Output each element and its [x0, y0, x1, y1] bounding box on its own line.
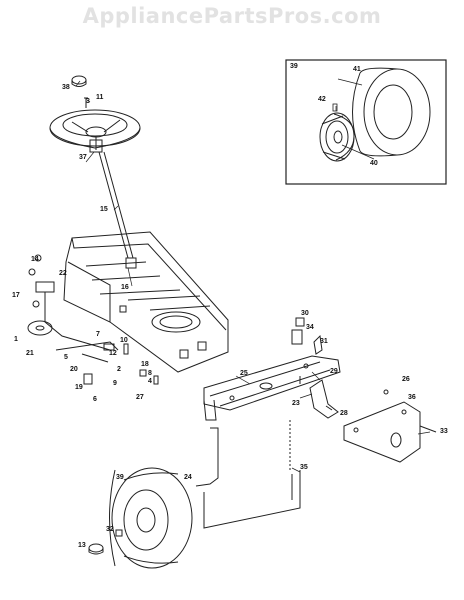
callout-21: 21 [26, 350, 34, 357]
front-wheel [109, 467, 193, 569]
callout-37: 37 [79, 154, 87, 161]
callout-38: 38 [62, 84, 70, 91]
hub-cap [88, 529, 123, 555]
callout-17: 17 [12, 292, 20, 299]
callout-41: 41 [353, 66, 361, 73]
callout-30: 30 [301, 310, 309, 317]
wheel-detail-inset [285, 59, 447, 185]
callout-28: 28 [340, 410, 348, 417]
callout-16: 16 [121, 284, 129, 291]
callout-12: 12 [109, 350, 117, 357]
axle-bracket [343, 389, 437, 463]
front-axle [203, 317, 341, 421]
callout-9: 9 [113, 380, 117, 387]
callout-15: 15 [100, 206, 108, 213]
callout-35: 35 [300, 464, 308, 471]
callout-19: 19 [75, 384, 83, 391]
callout-33: 33 [440, 428, 448, 435]
callout-6: 6 [93, 396, 97, 403]
callout-11: 11 [96, 94, 104, 101]
callout-39-front: 39 [116, 474, 124, 481]
callout-5: 5 [64, 354, 68, 361]
callout-42: 42 [318, 96, 326, 103]
callout-7: 7 [96, 331, 100, 338]
steering-wheel [49, 75, 141, 153]
tie-rod [203, 420, 301, 529]
callout-leaders [75, 78, 431, 473]
spindles [195, 376, 339, 487]
callout-34: 34 [306, 324, 314, 331]
callout-32: 32 [106, 526, 114, 533]
callout-26: 26 [402, 376, 410, 383]
callout-10: 10 [120, 337, 128, 344]
callout-1: 1 [14, 336, 18, 343]
callout-29: 29 [330, 368, 338, 375]
callout-8: 8 [148, 370, 152, 377]
chassis-frame [63, 231, 229, 373]
callout-25: 25 [240, 370, 248, 377]
callout-22: 22 [59, 270, 67, 277]
callout-40: 40 [370, 160, 378, 167]
callout-31: 31 [320, 338, 328, 345]
callout-27: 27 [136, 394, 144, 401]
callout-24: 24 [184, 474, 192, 481]
callout-20: 20 [70, 366, 78, 373]
callout-14: 14 [31, 256, 39, 263]
pedal-assembly [27, 254, 159, 385]
callout-3: 3 [86, 98, 90, 105]
callout-23: 23 [292, 400, 300, 407]
callout-4: 4 [148, 378, 152, 385]
callout-13: 13 [78, 542, 86, 549]
callout-36: 36 [408, 394, 416, 401]
callout-2: 2 [117, 366, 121, 373]
callout-18: 18 [141, 361, 149, 368]
callout-39: 39 [290, 63, 298, 70]
watermark: AppliancePartsPros.com [82, 4, 382, 28]
